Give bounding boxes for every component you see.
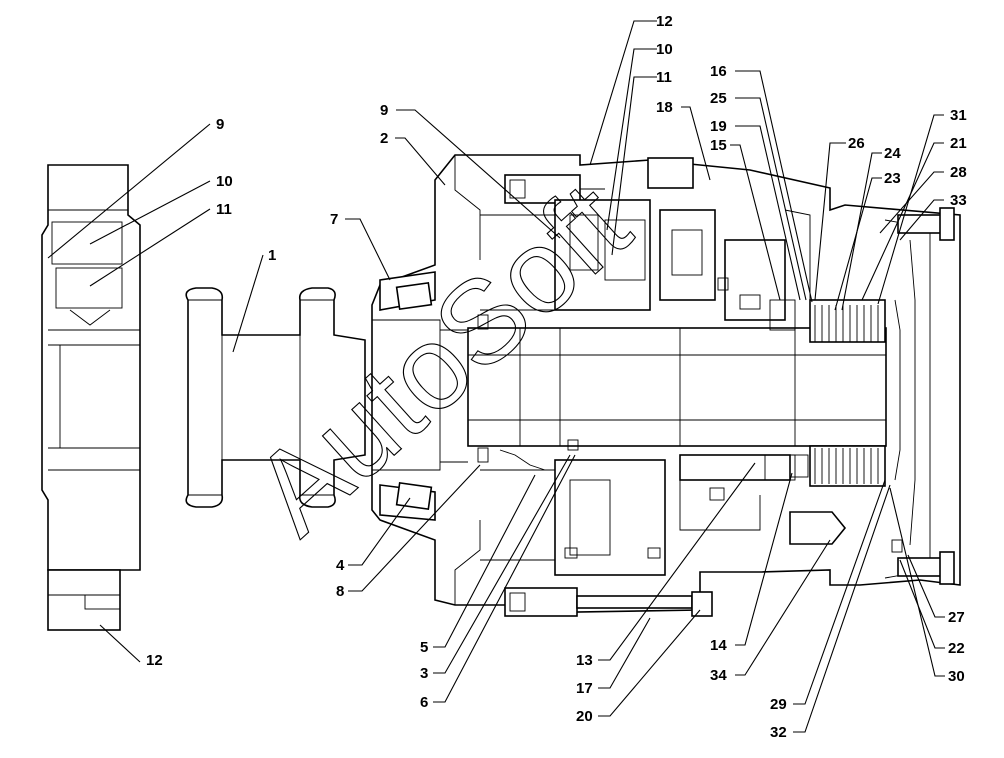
callout-12-top: 12 [656, 13, 673, 30]
callout-labels: 9 10 11 1 12 12 10 11 18 9 2 7 16 25 19 … [146, 13, 967, 741]
callout-8: 8 [336, 583, 344, 600]
callout-26: 26 [848, 135, 865, 152]
callout-16: 16 [710, 63, 727, 80]
callout-28: 28 [950, 164, 967, 181]
callout-14: 14 [710, 637, 727, 654]
clutch-disc-stack-lower [814, 448, 879, 484]
callout-5: 5 [420, 639, 428, 656]
roller-part [185, 287, 366, 508]
callout-24: 24 [884, 145, 901, 162]
callout-6: 6 [420, 694, 428, 711]
callout-11-top: 11 [656, 69, 672, 86]
callout-29: 29 [770, 696, 787, 713]
leader-lines [47, 20, 945, 733]
callout-2: 2 [380, 130, 388, 147]
callout-9-left: 9 [216, 116, 224, 133]
callout-17: 17 [576, 680, 593, 697]
callout-18: 18 [656, 99, 673, 116]
callout-31: 31 [950, 107, 967, 124]
callout-1: 1 [268, 247, 276, 264]
callout-3: 3 [420, 665, 428, 682]
callout-11-left: 11 [216, 201, 232, 218]
callout-15: 15 [710, 137, 727, 154]
callout-23: 23 [884, 170, 901, 187]
callout-34: 34 [710, 667, 727, 684]
callout-12-bottom: 12 [146, 652, 163, 669]
callout-19: 19 [710, 118, 727, 135]
callout-22: 22 [948, 640, 965, 657]
callout-25: 25 [710, 90, 727, 107]
callout-33: 33 [950, 192, 967, 209]
callout-9-mid: 9 [380, 102, 388, 119]
callout-7: 7 [330, 211, 338, 228]
callout-32: 32 [770, 724, 787, 741]
callout-27: 27 [948, 609, 965, 626]
callout-10-top: 10 [656, 41, 673, 58]
sprocket-side-view [41, 164, 141, 631]
main-assembly [371, 154, 961, 617]
callout-13: 13 [576, 652, 593, 669]
callout-4: 4 [336, 557, 345, 574]
callout-10-left: 10 [216, 173, 233, 190]
callout-30: 30 [948, 668, 965, 685]
clutch-disc-stack [814, 305, 879, 342]
callout-20: 20 [576, 708, 593, 725]
callout-21: 21 [950, 135, 967, 152]
